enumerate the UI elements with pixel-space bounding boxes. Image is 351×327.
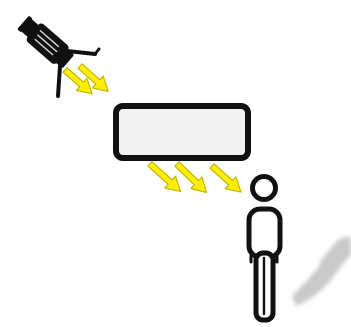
person-shadow [292,237,351,306]
person-head [253,177,276,200]
light-ray-arrow-icon [207,160,247,198]
light-ray-arrow-icon [171,158,212,198]
projector-light-rays [60,60,114,100]
person-torso [249,209,280,257]
screen-light-rays [145,158,247,198]
person-icon [249,177,280,321]
screen-panel [116,106,248,158]
